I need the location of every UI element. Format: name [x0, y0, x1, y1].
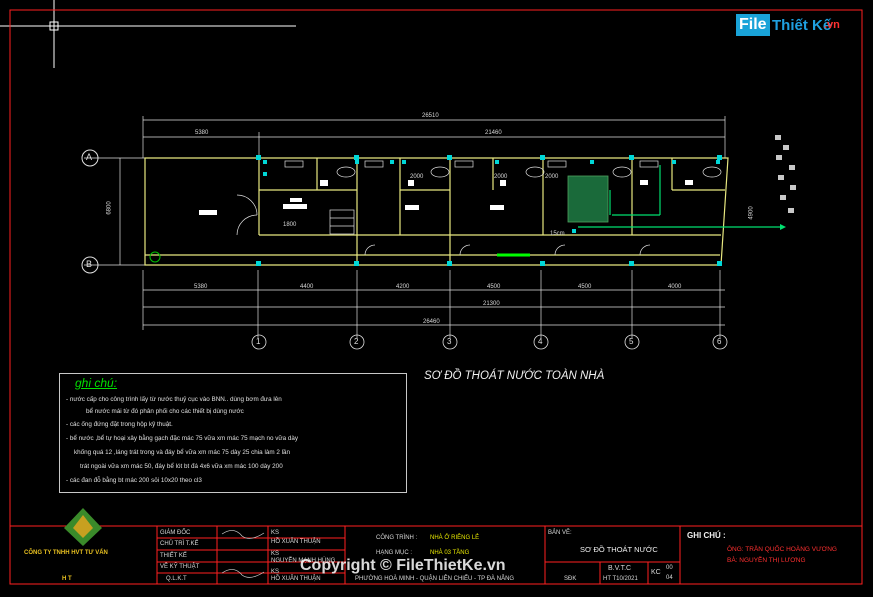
- company-logo: [64, 508, 102, 546]
- title-block-frame: [9, 525, 863, 585]
- notes-box: ghi chú: - nước cấp cho công trình lấy t…: [59, 373, 407, 493]
- company-name: CÔNG TY TNHH HVT TƯ VẤN: [24, 550, 108, 556]
- note-line-1: - nước cấp cho công trình lấy từ nước th…: [66, 396, 282, 403]
- note-line-7: - các đan đỗ bằng bt mác 200 sỏi 10x20 t…: [66, 477, 202, 484]
- grid-label-3: 3: [447, 337, 452, 346]
- top-dimension-lines: [142, 116, 726, 158]
- person-2: NGUYỄN MẠNH HÙNG: [271, 558, 336, 564]
- plumbing-fixtures: [199, 180, 693, 215]
- dim-left: 5380: [195, 130, 209, 136]
- drawing-title: SƠ ĐỒ THOÁT NƯỚC TOÀN NHÀ: [424, 370, 605, 382]
- column-grid-bubbles: [251, 334, 728, 350]
- owner-2: BÀ: NGUYỄN THỊ LƯƠNG: [727, 557, 806, 564]
- role-lead: CHỦ TRÌ T.KẾ: [160, 541, 199, 547]
- item-name: NHÀ 03 TẦNG: [430, 550, 470, 556]
- person-3: HỒ XUÂN THUẬN: [271, 576, 321, 582]
- logo-vn: .vn: [824, 19, 840, 31]
- outflow-arrow: [780, 224, 786, 230]
- notes-title: ghi chú:: [75, 376, 118, 390]
- sheet-label: BẢN VẼ:: [548, 530, 572, 536]
- door-swings: [236, 194, 651, 256]
- dim-right: 21460: [485, 130, 502, 136]
- ghichu-label: GHI CHÚ :: [687, 531, 726, 540]
- bottom-dimension-lines: [142, 270, 725, 338]
- sanitary-fixtures: [284, 160, 722, 235]
- grid-bubble-b: [81, 256, 99, 274]
- kc-number-2: 04: [666, 575, 673, 581]
- signatures: [221, 530, 265, 578]
- note-line-2: bể nước mái từ đó phân phối cho các thiế…: [86, 408, 244, 415]
- grid-label-2: 2: [354, 337, 359, 346]
- floor-drains: [263, 160, 720, 233]
- tree-symbol: [149, 251, 161, 263]
- structural-columns: [256, 155, 722, 266]
- role-drafter: VẼ KỸ THUẬT: [160, 564, 200, 570]
- owner-1: ÔNG: TRẦN QUỐC HOÀNG VƯƠNG: [727, 546, 837, 553]
- dim-total: 26510: [422, 113, 439, 119]
- person-1: HỒ XUÂN THUẬN: [271, 539, 321, 545]
- logo-thietke: Thiết Kế: [772, 17, 832, 34]
- room-label-2: 2000: [410, 174, 424, 180]
- address: PHƯỜNG HOÀ MINH - QUẬN LIÊN CHIỂU - TP Đ…: [355, 576, 515, 582]
- project-label: CÔNG TRÌNH :: [376, 535, 418, 541]
- copyright-watermark: Copyright © FileThietKe.vn: [300, 557, 506, 574]
- role-designer: THIẾT KẾ: [160, 553, 187, 559]
- dim-bottom-total: 26460: [423, 319, 440, 325]
- room-label-4: 2000: [545, 174, 559, 180]
- grid-bubble-a: [81, 149, 99, 167]
- note-line-3: - các ống đứng đặt trong hộp kỹ thuật.: [66, 421, 173, 428]
- grid-label-5: 5: [629, 337, 634, 346]
- role-qlkt: Q.L.K.T: [166, 576, 187, 582]
- note-line-5: khống quá 12 ,láng trát trong và đáy bể …: [74, 449, 290, 456]
- note-line-4: - bể nước ,bể tự hoại xây bằng gạch đặc …: [66, 435, 299, 442]
- person-1-prefix: KS: [271, 530, 280, 536]
- septic-tank-hatch: [567, 175, 609, 223]
- company-sub: H T: [62, 576, 72, 582]
- grid-label-b: B: [86, 259, 93, 269]
- dim-b5: 4500: [578, 284, 592, 290]
- grid-label-6: 6: [717, 337, 722, 346]
- kc: KC: [651, 569, 661, 576]
- role-director: GIÁM ĐỐC: [160, 530, 191, 536]
- dim-height: 6800: [106, 201, 113, 215]
- person-2-prefix: KS: [271, 551, 280, 557]
- left-dimension-lines: [84, 157, 145, 266]
- dim-right-height: 4900: [748, 206, 755, 220]
- dim-b4: 4500: [487, 284, 501, 290]
- person-3-prefix: KS: [271, 569, 280, 575]
- date: HT T10/2021: [603, 576, 638, 582]
- grid-label-1: 1: [256, 337, 261, 346]
- sheet-name: SƠ ĐỒ THOÁT NƯỚC: [580, 545, 658, 554]
- grid-label-a: A: [86, 152, 93, 162]
- dim-b2: 4400: [300, 284, 314, 290]
- item-label: HẠNG MỤC :: [376, 550, 412, 556]
- sheet-frame: [9, 9, 863, 585]
- cad-crosshair: [0, 0, 296, 68]
- grid-label-4: 4: [538, 337, 543, 346]
- dim-b1: 5380: [194, 284, 208, 290]
- project-name: NHÀ Ở RIÊNG LẺ: [430, 535, 480, 541]
- dim-b3: 4200: [396, 284, 410, 290]
- building-walls: [144, 157, 729, 266]
- landscape-hedge: [775, 135, 796, 213]
- kc-number: 00: [666, 565, 673, 571]
- bvtc: B.V.T.C: [608, 565, 632, 572]
- dim-bottom-sub: 21300: [483, 301, 500, 307]
- drain-pipes: [578, 165, 780, 228]
- room-label-3: 2000: [494, 174, 508, 180]
- room-label-1: 1800: [283, 222, 297, 228]
- dim-b6: 4000: [668, 284, 682, 290]
- note-line-6: trát ngoài vữa xm mác 50, đáy bể lót bt …: [80, 463, 283, 470]
- date-label: SĐK: [564, 576, 577, 582]
- room-label-5: 15cm: [550, 231, 565, 237]
- watermark-logo: File Thiết Kế .vn: [736, 14, 842, 38]
- logo-file: File: [736, 14, 770, 36]
